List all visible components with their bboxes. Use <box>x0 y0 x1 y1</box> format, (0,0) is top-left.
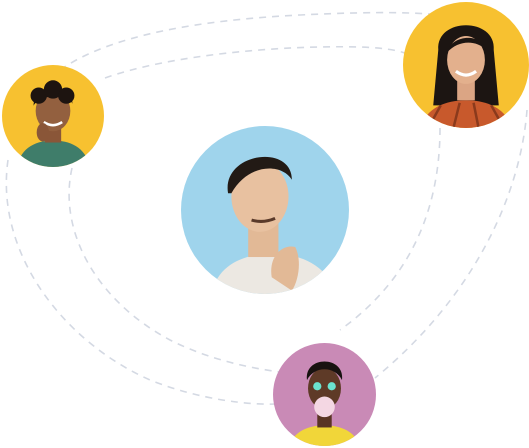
avatar-bottom-photo <box>273 343 376 446</box>
left-outer-loop <box>5 159 276 405</box>
inner-dashed-arc <box>104 45 409 79</box>
avatar-right-photo <box>403 2 529 128</box>
avatar-center <box>181 126 349 294</box>
right-outer-loop <box>374 109 528 379</box>
avatar-left <box>2 65 104 167</box>
avatar-center-photo <box>181 126 349 294</box>
avatar-left-photo <box>2 65 104 167</box>
avatar-right <box>403 2 529 128</box>
left-inner-loop <box>68 167 281 373</box>
right-inner-loop <box>339 127 441 331</box>
avatar-bottom <box>273 343 376 446</box>
outer-dashed-arc <box>59 11 431 71</box>
